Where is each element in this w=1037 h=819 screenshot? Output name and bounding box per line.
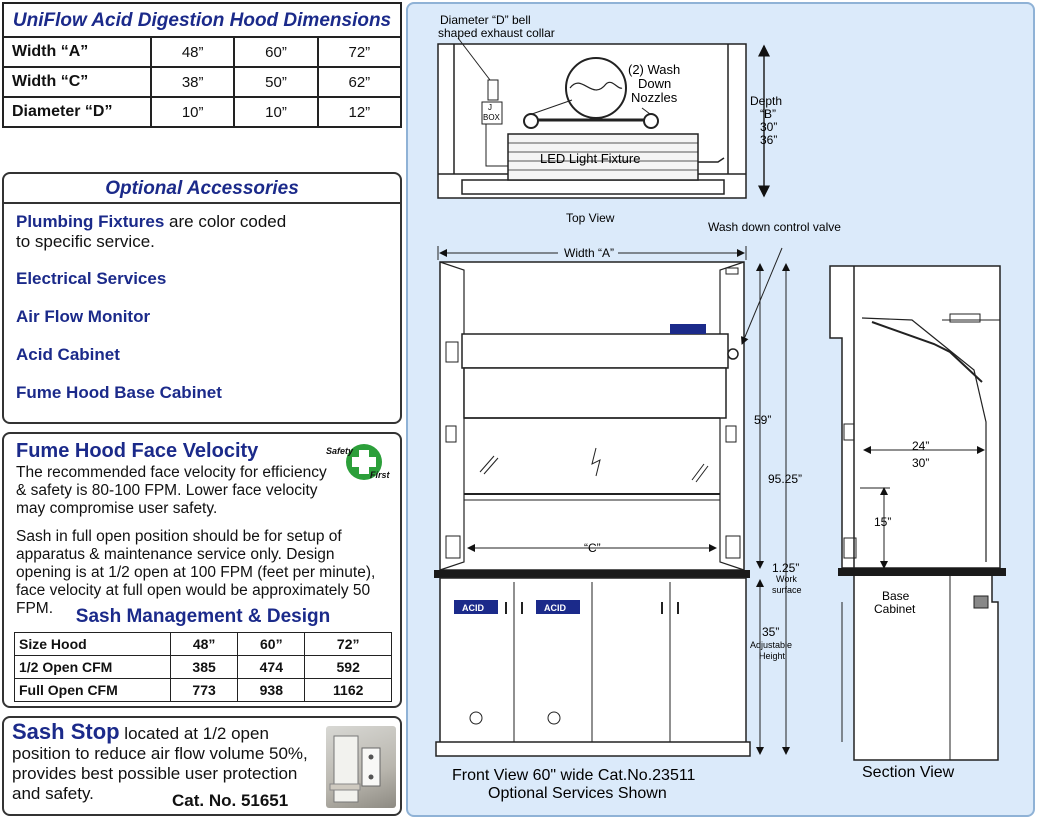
adjustable-label-2: Height <box>759 651 786 661</box>
sash-stop-photo <box>326 726 396 808</box>
collar-label-2: shaped exhaust collar <box>438 26 555 40</box>
cell-value: 385 <box>169 655 239 679</box>
table-row: 1/2 Open CFM 385 474 592 <box>14 655 392 679</box>
sash-stop-cat-no: Cat. No. 51651 <box>172 791 289 810</box>
jbox-label-2: BOX <box>483 113 501 122</box>
drawing-area: Diameter “D” bell shaped exhaust collar … <box>406 2 1035 817</box>
valve-label: Wash down control valve <box>708 220 841 234</box>
face-velocity-title: Fume Hood Face Velocity <box>16 440 259 462</box>
sash-stop-title: Sash Stop <box>12 719 120 744</box>
adjustable-label-1: Adjustable <box>750 640 792 650</box>
height-15-label: 15” <box>874 515 891 529</box>
sash-stop-desc: located at 1/2 open position to reduce a… <box>12 724 308 803</box>
accessories-panel: Optional Accessories Plumbing Fixtures a… <box>2 172 402 424</box>
width-a-label: Width “A” <box>564 246 614 260</box>
front-view <box>434 246 790 757</box>
row-label: 1/2 Open CFM <box>14 655 171 679</box>
sash-table: Size Hood 48” 60” 72” 1/2 Open CFM 385 4… <box>14 632 392 702</box>
cell-value: 12” <box>316 96 403 128</box>
accessories-title: Optional Accessories <box>4 174 400 204</box>
nozzles-label-3: Nozzles <box>631 90 678 105</box>
collar-label-1: Diameter “D” bell <box>440 13 531 27</box>
jbox-label-1: J <box>488 103 492 112</box>
cell-value: 10” <box>149 96 236 128</box>
cell-value: 38” <box>149 66 236 98</box>
table-row: Full Open CFM 773 938 1162 <box>14 678 392 702</box>
section-view <box>829 265 1006 761</box>
row-label: Diameter “D” <box>2 96 152 128</box>
row-label: Width “C” <box>2 66 152 98</box>
front-view-caption-2: Optional Services Shown <box>488 785 667 802</box>
height-125-label: 1.25” <box>772 561 799 575</box>
depth-24-label: 24” <box>912 439 929 453</box>
depth-label-2: “B” <box>760 107 776 121</box>
accessory-item: Fume Hood Base Cabinet <box>16 383 222 402</box>
nozzles-label-1: (2) Wash <box>628 62 680 77</box>
cell-value: 72” <box>316 36 403 68</box>
height-59-label: 59” <box>754 413 771 427</box>
face-velocity-panel: Fume Hood Face Velocity Safety First The… <box>2 432 402 708</box>
width-c-label: “C” <box>584 541 601 555</box>
green-cross-icon <box>346 444 382 480</box>
technical-drawing: Diameter “D” bell shaped exhaust collar … <box>434 13 1006 802</box>
acid-badge-2: ACID <box>544 603 566 613</box>
header-cell: 48” <box>169 632 239 656</box>
plumbing-label: Plumbing Fixtures <box>16 212 165 231</box>
header-cell: 60” <box>237 632 306 656</box>
top-view <box>437 37 770 199</box>
cell-value: 474 <box>237 655 306 679</box>
accessory-item: Electrical Services <box>16 269 167 288</box>
safety-first-badge: Safety First <box>326 438 396 484</box>
base-cabinet-label-2: Cabinet <box>874 602 916 616</box>
cell-value: 1162 <box>304 678 392 702</box>
section-view-caption: Section View <box>862 764 955 781</box>
face-velocity-paragraph-1: The recommended face velocity for effici… <box>16 464 327 517</box>
cell-value: 592 <box>304 655 392 679</box>
face-velocity-paragraph-2: Sash in full open position should be for… <box>16 528 376 617</box>
cell-value: 50” <box>233 66 319 98</box>
depth-label-1: Depth <box>750 94 782 108</box>
height-35-label: 35” <box>762 625 779 639</box>
plumbing-desc: are color coded <box>164 212 287 231</box>
badge-text-bottom: First <box>370 470 390 480</box>
acid-badge-1: ACID <box>462 603 484 613</box>
cell-value: 60” <box>233 36 319 68</box>
cell-value: 62” <box>316 66 403 98</box>
table-header-row: Size Hood 48” 60” 72” <box>14 632 392 656</box>
led-fixture-label: LED Light Fixture <box>540 151 640 166</box>
sash-stop-text: Sash Stop located at 1/2 open position t… <box>12 719 322 804</box>
header-label: Size Hood <box>14 632 171 656</box>
cell-value: 773 <box>169 678 239 702</box>
accessory-item: Air Flow Monitor <box>16 307 151 326</box>
badge-text-top: Safety <box>326 446 354 456</box>
sash-stop-panel: Sash Stop located at 1/2 open position t… <box>2 716 402 816</box>
header-cell: 72” <box>304 632 392 656</box>
cell-value: 938 <box>237 678 306 702</box>
height-9525-label: 95.25” <box>768 472 802 486</box>
accessory-item: Acid Cabinet <box>16 345 120 364</box>
dimensions-table: Width “A” 48” 60” 72” Width “C” 38” 50” … <box>2 36 403 128</box>
depth-label-3: 30” <box>760 120 777 134</box>
depth-30-label: 30” <box>912 456 929 470</box>
nozzles-label-2: Down <box>638 76 671 91</box>
dimensions-title: UniFlow Acid Digestion Hood Dimensions <box>2 2 402 36</box>
cell-value: 48” <box>149 36 236 68</box>
table-row: Diameter “D” 10” 10” 12” <box>2 96 403 128</box>
depth-label-4: 36” <box>760 133 777 147</box>
row-label: Full Open CFM <box>14 678 171 702</box>
table-row: Width “C” 38” 50” 62” <box>2 66 403 98</box>
work-surface-label-2: surface <box>772 585 802 595</box>
front-view-caption-1: Front View 60" wide Cat.No.23511 <box>452 767 696 784</box>
cell-value: 10” <box>233 96 319 128</box>
base-cabinet-label-1: Base <box>882 589 910 603</box>
table-row: Width “A” 48” 60” 72” <box>2 36 403 68</box>
top-view-caption: Top View <box>566 211 615 225</box>
plumbing-desc-2: to specific service. <box>16 232 155 251</box>
row-label: Width “A” <box>2 36 152 68</box>
work-surface-label-1: Work <box>776 574 797 584</box>
sash-management-title: Sash Management & Design <box>75 606 331 627</box>
accessory-plumbing-cont: to specific service. <box>16 232 155 252</box>
accessory-plumbing: Plumbing Fixtures are color coded <box>16 212 286 232</box>
